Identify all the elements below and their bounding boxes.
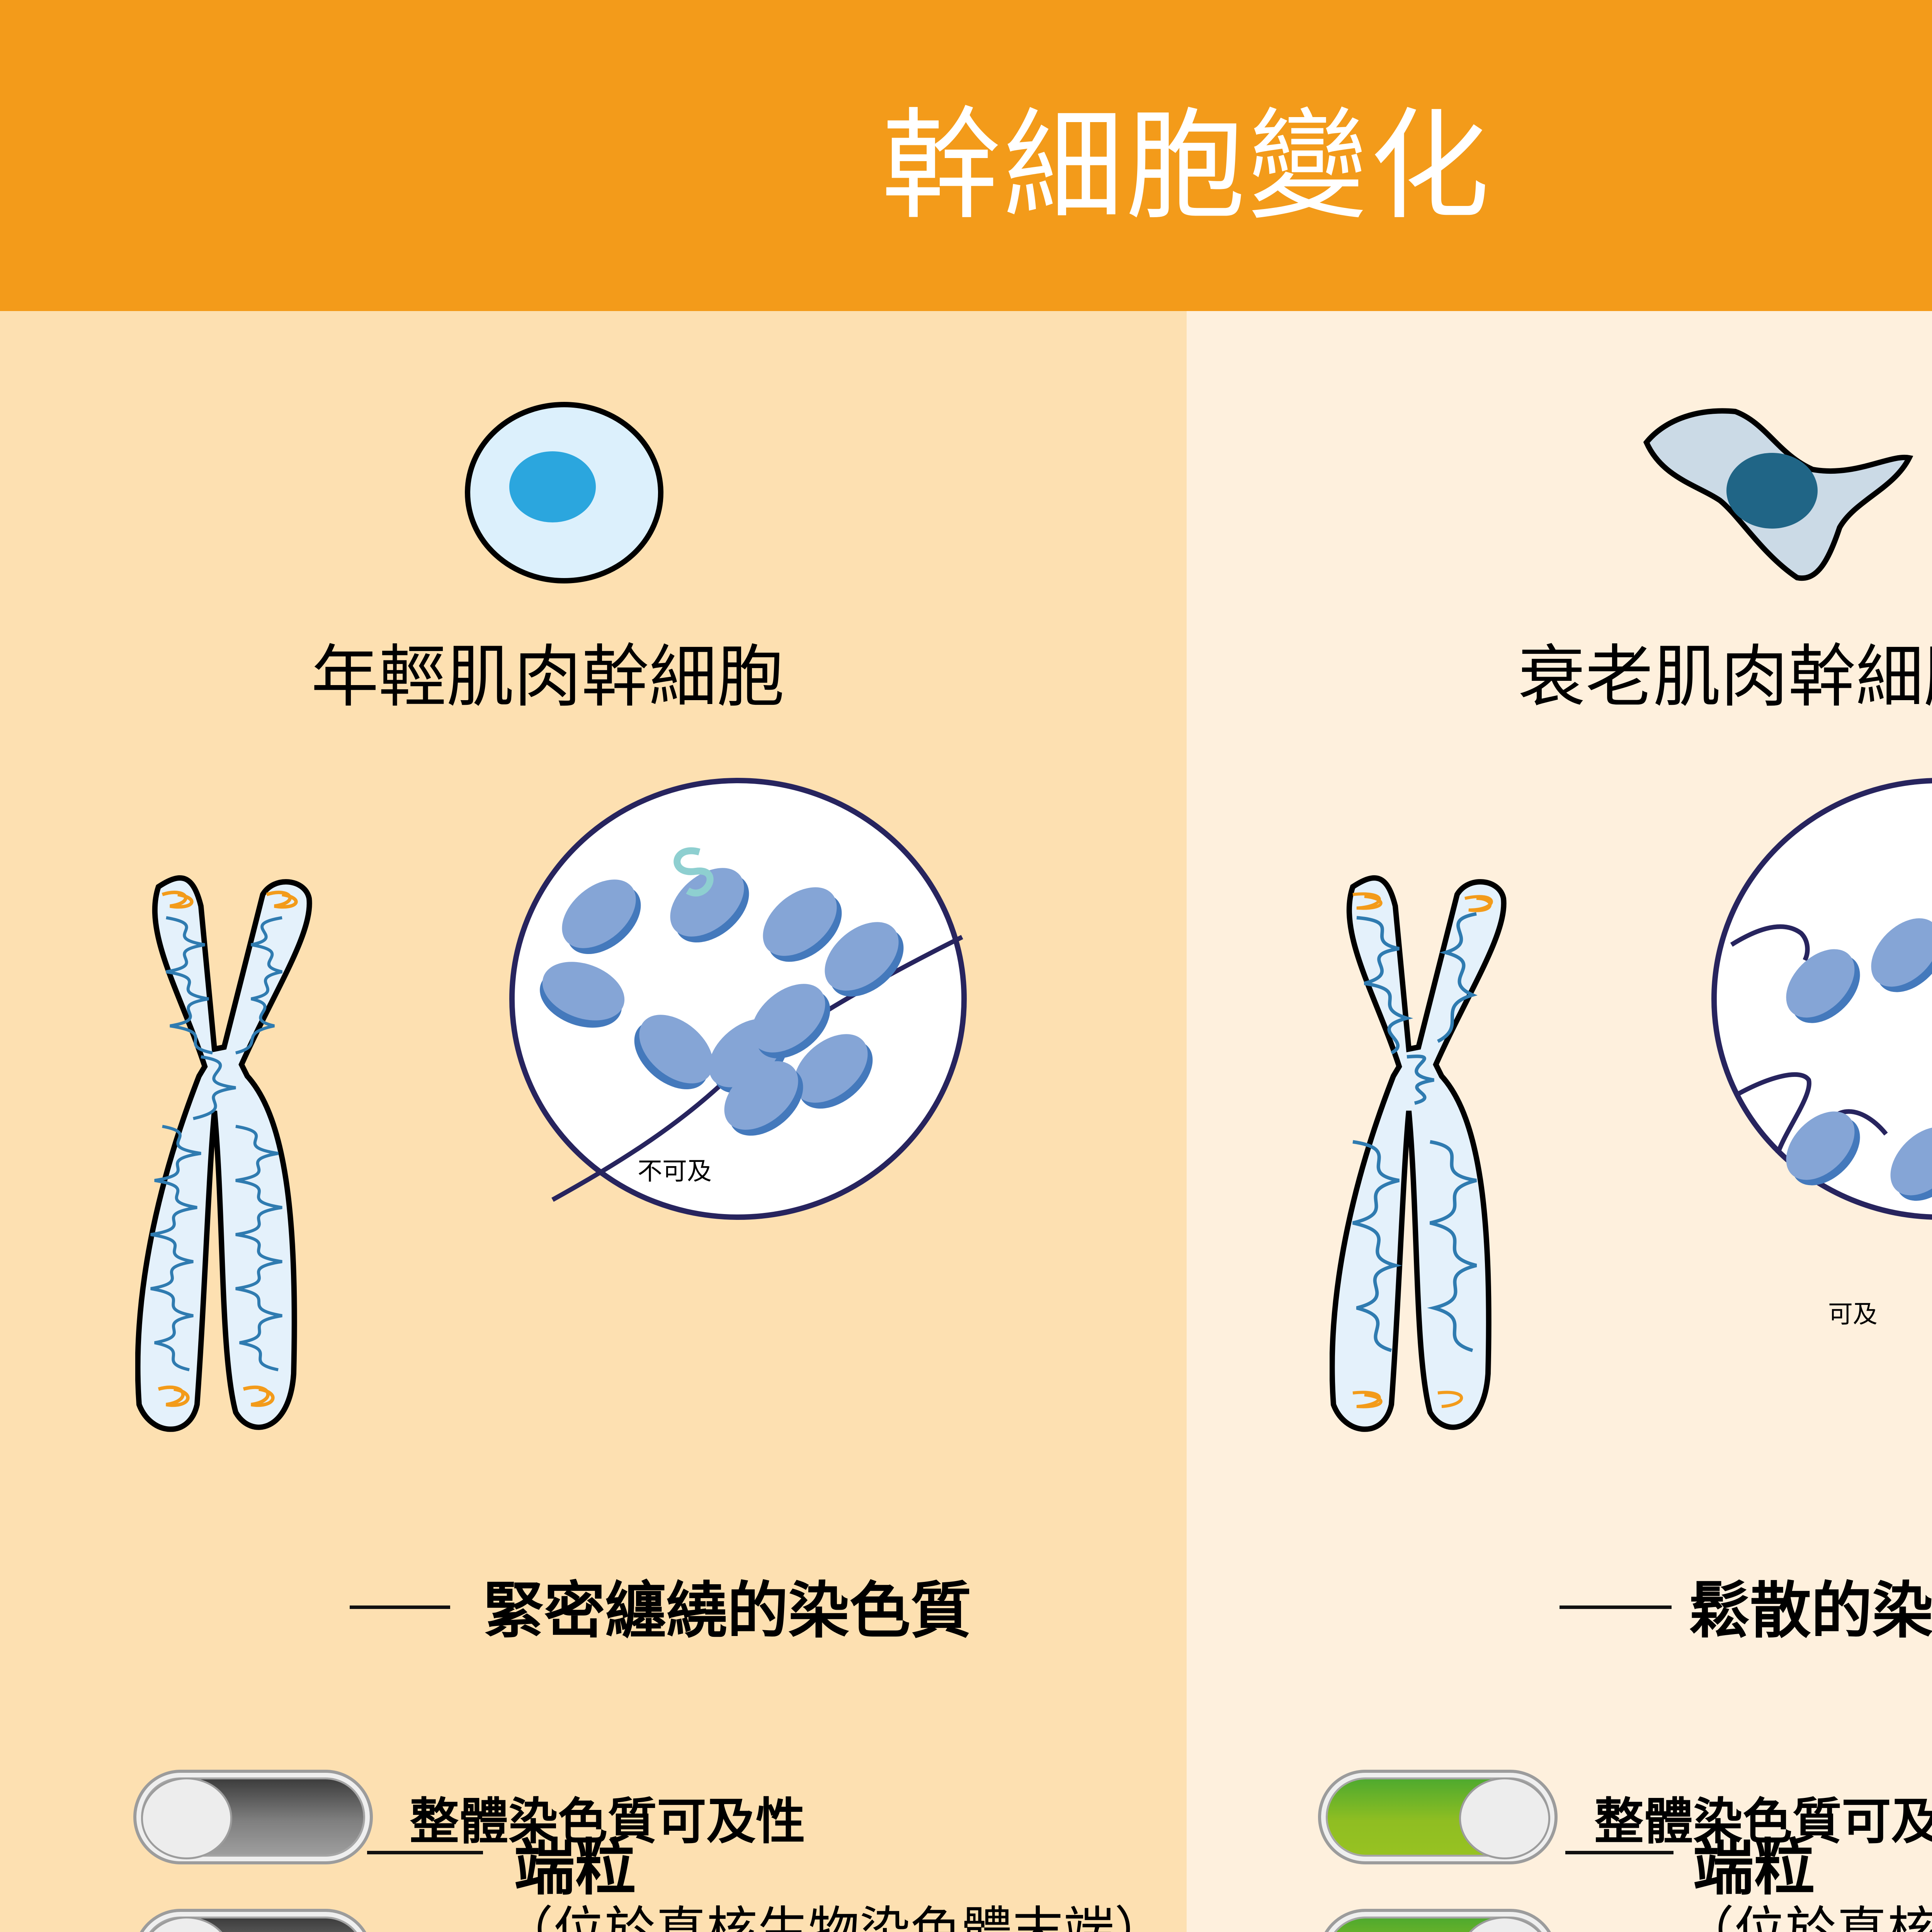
toggle-row-gene-dysregulation-aged[interactable]: 基因失調 [1318,1909,1792,1932]
open-nucleosome-zoom [1711,778,1932,1220]
page-title: 幹細胞變化 [881,97,1492,236]
toggle-gene-dysregulation-off[interactable] [133,1909,373,1932]
nucleosome-chain [1786,918,1932,1201]
aged-stem-cell-panel: 衰老肌肉幹細胞 [1187,311,1932,1932]
telomere-label-aged: 端粒 [1693,1832,1815,1903]
toggle-row-chromatin-accessibility-aged[interactable]: 整體染色質可及性 [1318,1770,1932,1864]
compact-nucleosome-zoom [509,778,967,1220]
young-cell-title: 年輕肌肉幹細胞 [311,638,784,716]
toggle-gene-dysregulation-on[interactable] [1318,1909,1558,1932]
title-banner: 幹細胞變化 [0,0,1932,311]
aged-cell-title: 衰老肌肉幹細胞 [1518,638,1932,716]
loose-chromatin-label: 鬆散的染色質 [1689,1575,1932,1646]
nucleosome-cluster [540,868,904,1136]
young-stem-cell-panel: 年輕肌肉幹細胞 [0,311,1187,1932]
inaccessible-label: 不可及 [638,1157,712,1186]
inaccessible-dna-coil [673,847,714,897]
toggle-row-gene-dysregulation[interactable]: 基因失調 [133,1909,607,1932]
accessible-label: 可及 [1828,1300,1878,1329]
toggle-chromatin-accessibility-off[interactable] [133,1770,373,1864]
irregular-cell-icon [1643,408,1913,581]
toggle-row-chromatin-accessibility[interactable]: 整體染色質可及性 [133,1770,805,1864]
condensed-chromosome-illustration [135,875,312,1432]
telomere-description-aged: （位於真核生物染色體末端） [1683,1901,1932,1932]
loose-chromosome-illustration [1330,875,1507,1432]
toggle-chromatin-accessibility-on[interactable] [1318,1770,1558,1864]
tight-chromatin-label: 緊密纏繞的染色質 [483,1575,971,1646]
round-cell-icon [465,402,663,583]
telomere-description: （位於真核生物染色體末端） [502,1901,1165,1932]
telomere-label: 端粒 [514,1832,636,1903]
